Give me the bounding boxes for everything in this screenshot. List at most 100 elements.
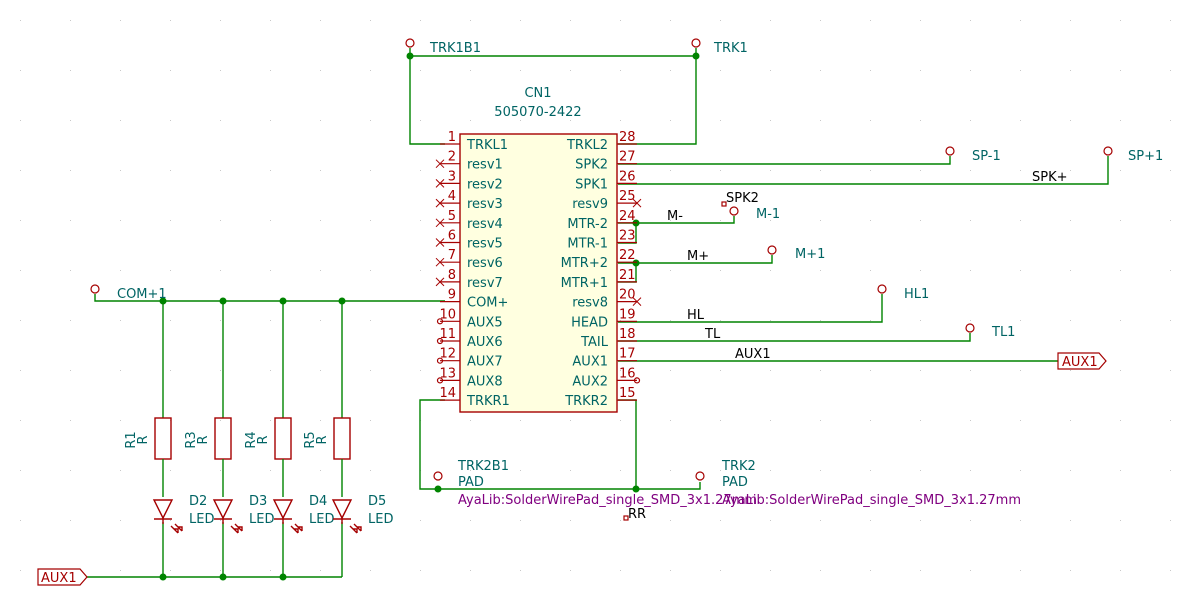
pin-name: TRKL1 xyxy=(466,138,508,153)
grid-dot xyxy=(970,220,971,221)
grid-dot xyxy=(420,170,421,171)
hier-label-aux1-left[interactable]: AUX1 xyxy=(37,568,88,586)
test-point-spk2[interactable]: SPK2 xyxy=(721,191,759,207)
grid-dot xyxy=(920,320,921,321)
test-point-hl[interactable]: HL1 xyxy=(877,284,929,302)
grid-dot xyxy=(770,270,771,271)
resistor-r3[interactable]: R3R xyxy=(184,417,232,497)
grid-dot xyxy=(320,470,321,471)
grid-dot xyxy=(220,520,221,521)
grid-dot xyxy=(120,370,121,371)
test-point-circle xyxy=(691,38,701,48)
net-label-aux1[interactable]: AUX1 xyxy=(735,347,771,362)
test-point-m-plus[interactable]: M+1 xyxy=(767,245,825,262)
pin-name: MTR+1 xyxy=(561,276,608,291)
junction-dot xyxy=(632,485,640,493)
connector-cn1[interactable]: CN1 505070-2422 1TRKL12resv13resv24resv3… xyxy=(435,86,642,413)
grid-dot xyxy=(470,120,471,121)
pin-number: 6 xyxy=(448,229,456,244)
net-label-tl[interactable]: TL xyxy=(704,327,721,342)
grid-dot xyxy=(920,370,921,371)
grid-dot xyxy=(870,520,871,521)
pin-number: 5 xyxy=(448,209,456,224)
junction-dot xyxy=(279,297,287,305)
net-label-m-plus[interactable]: M+ xyxy=(687,249,709,264)
grid-dot xyxy=(620,220,621,221)
connector-body xyxy=(459,133,618,413)
pad-trk2[interactable]: TRK2 PAD AyaLib:SolderWirePad_single_SMD… xyxy=(695,459,1021,508)
grid-dot xyxy=(470,570,471,571)
net-label-hl[interactable]: HL xyxy=(687,308,705,323)
grid-dot xyxy=(820,520,821,521)
test-point-tl[interactable]: TL1 xyxy=(965,323,1015,340)
test-point-com[interactable]: COM+1 xyxy=(90,284,167,302)
net-label-spk-plus[interactable]: SPK+ xyxy=(1032,170,1068,185)
pin-name: SPK1 xyxy=(575,177,608,192)
grid-dot xyxy=(770,170,771,171)
grid-dot xyxy=(720,320,721,321)
connector-pin-5[interactable]: 5 resv4 xyxy=(435,209,503,232)
test-point-label: COM+1 xyxy=(117,287,167,302)
test-point-sp-minus[interactable]: SP-1 xyxy=(945,146,1001,164)
pad-rr[interactable]: RR xyxy=(623,507,646,522)
resistor-r5[interactable]: R5R xyxy=(303,417,351,497)
pin-name: resv4 xyxy=(467,217,503,232)
grid-dot xyxy=(20,470,21,471)
net-label-m-minus[interactable]: M- xyxy=(667,209,683,224)
test-point-trk1[interactable]: TRK1 xyxy=(691,38,748,56)
pin-number: 4 xyxy=(448,189,456,204)
led-rays xyxy=(170,523,183,534)
resistor-r1[interactable]: R1R xyxy=(124,417,172,497)
grid-dot xyxy=(670,370,671,371)
grid-dot xyxy=(320,320,321,321)
grid-dot xyxy=(1070,470,1071,471)
hier-label-aux1-right[interactable]: AUX1 xyxy=(1057,352,1107,370)
no-connect-mark xyxy=(632,297,642,306)
pad-trk2b1[interactable]: TRK2B1 PAD AyaLib:SolderWirePad_single_S… xyxy=(433,459,757,508)
resistor-r4[interactable]: R4R xyxy=(244,417,292,497)
grid-dot xyxy=(120,520,121,521)
resistor-ref: R5 xyxy=(303,431,318,448)
test-point-label: SPK2 xyxy=(726,191,759,206)
grid-dot xyxy=(1020,570,1021,571)
pad-value: PAD xyxy=(458,475,484,490)
wire-trkr2 xyxy=(618,399,701,490)
test-point-sp-plus[interactable]: SP+1 xyxy=(1103,146,1163,164)
test-point-trk1b1[interactable]: TRK1B1 xyxy=(405,38,481,56)
test-point-m-minus[interactable]: M-1 xyxy=(729,206,780,222)
grid-dot xyxy=(1020,420,1021,421)
grid-dot xyxy=(670,470,671,471)
